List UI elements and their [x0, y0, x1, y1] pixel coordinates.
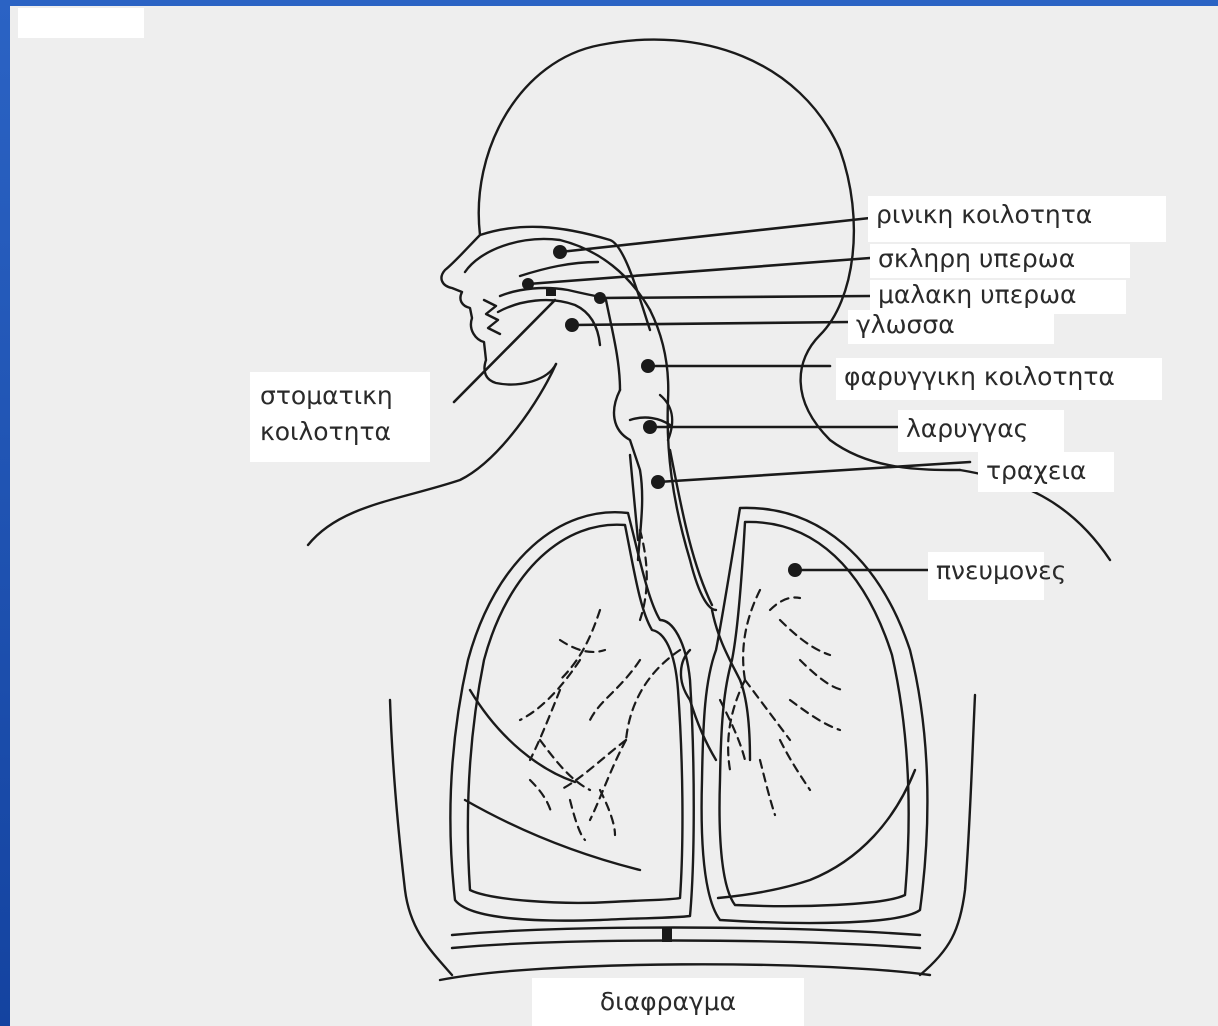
torso-left	[390, 700, 452, 975]
label-larynx: λαρυγγας	[898, 410, 1064, 452]
trachea-right	[670, 450, 712, 605]
left-lung-inner	[468, 525, 683, 903]
pharynx-back	[650, 310, 716, 610]
label-tongue: γλωσσα	[848, 310, 1054, 344]
label-oral-cavity-line2: κοιλοτητα	[260, 414, 420, 450]
face-profile	[441, 235, 556, 384]
left-bronchial-tree	[520, 530, 680, 840]
label-soft-palate: μαλακη υπερωα	[870, 280, 1126, 314]
label-trachea: τραχεια	[978, 452, 1114, 492]
label-pharyngeal-cavity: φαρυγγικη κοιλοτητα	[836, 358, 1162, 400]
diaphragm-shape	[452, 928, 920, 936]
label-lungs: πνευμονες	[928, 552, 1044, 600]
label-oral-cavity-line1: στοματικη	[260, 378, 420, 414]
label-diaphragm: διαφραγμα	[532, 978, 804, 1026]
label-nasal-cavity: ρινικη κοιλοτητα	[868, 196, 1166, 242]
pharynx-front	[606, 300, 620, 390]
label-hard-palate: σκληρη υπερωα	[870, 244, 1130, 278]
right-bronchial-tree	[720, 590, 845, 815]
label-dots	[522, 245, 802, 577]
label-oral-cavity: στοματικη κοιλοτητα	[250, 372, 430, 462]
torso-right	[920, 695, 975, 975]
